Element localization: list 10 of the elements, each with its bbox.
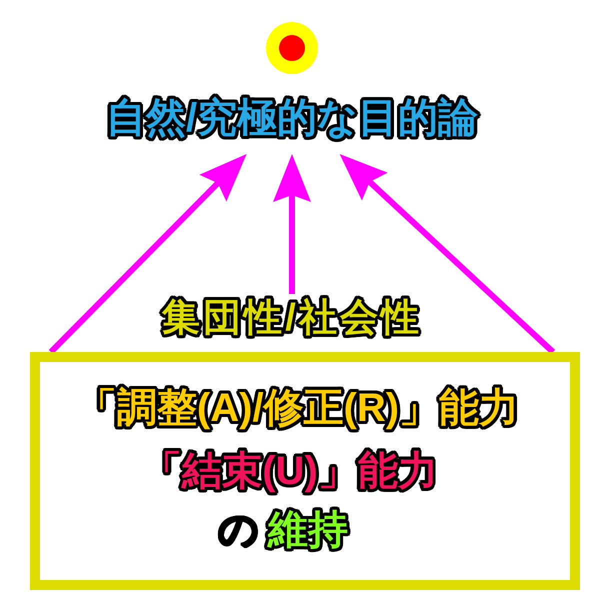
arrow [48,154,247,354]
outlined-box [30,352,580,590]
arrow [340,154,556,354]
text-line: 「調整(A)/修正(R)」能力 [76,385,520,432]
word: 維持 [268,507,348,554]
word: の [218,507,259,554]
arrow [273,154,311,294]
heading-text: 自然/究極的な目的論 [106,92,478,154]
text-line: 「結束(U)」能力 [142,448,438,495]
label-text: 集団性/社会性 [162,294,422,342]
